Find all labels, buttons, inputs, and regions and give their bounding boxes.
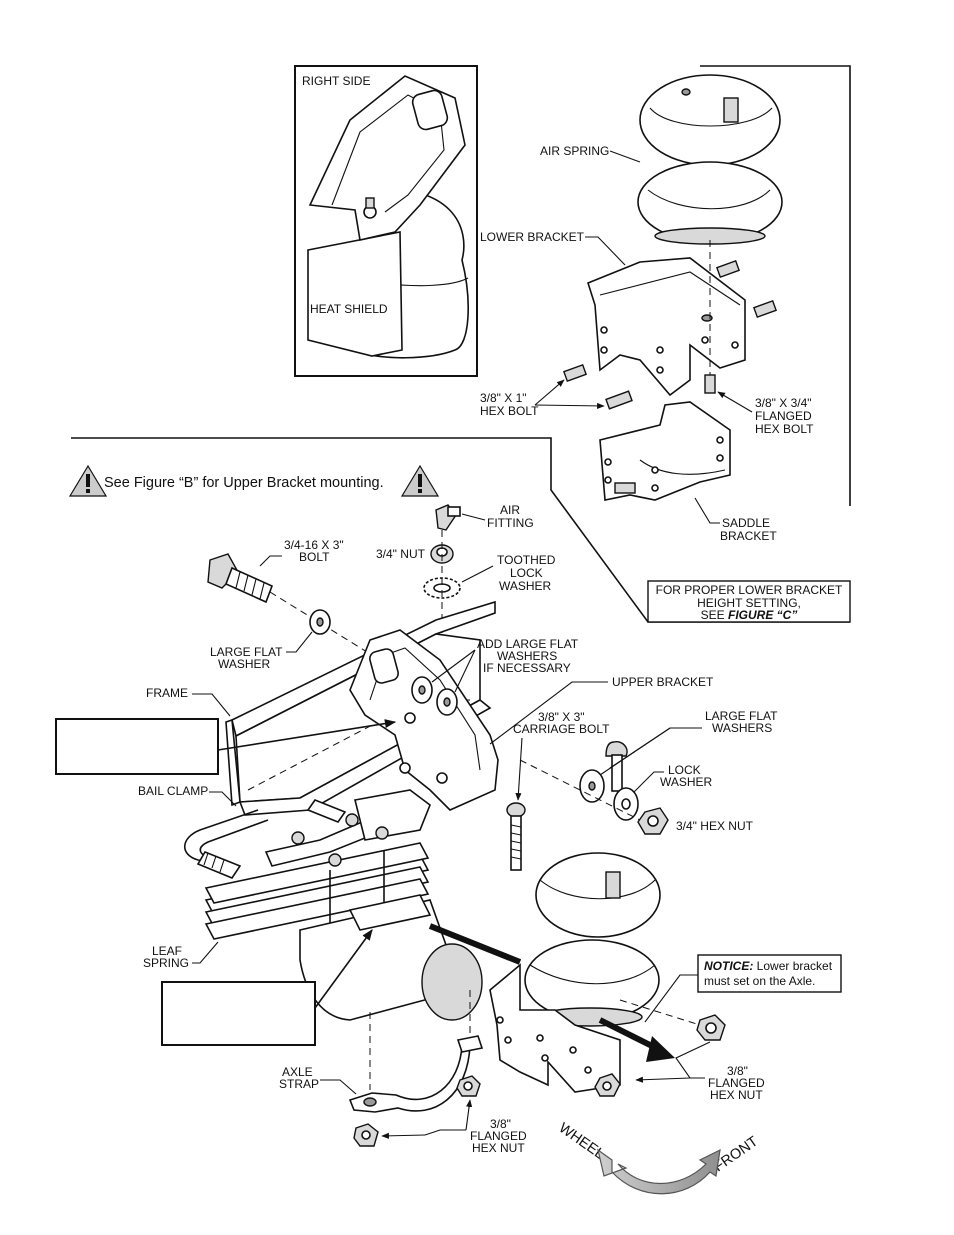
direction-arrow-icon bbox=[597, 1148, 721, 1195]
air-spring-label: AIR SPRING bbox=[540, 144, 609, 158]
note-line-3: SEE FIGURE “C” bbox=[701, 608, 798, 622]
notice-line-1: NOTICE: Lower bracket bbox=[704, 959, 833, 973]
saddle-bracket-label-2: BRACKET bbox=[720, 529, 777, 543]
right-side-inset: RIGHT SIDE HEAT SHIELD bbox=[294, 65, 478, 377]
callout-box-empty-lower bbox=[161, 981, 316, 1046]
flanged-nut-b-label-3: HEX NUT bbox=[710, 1088, 763, 1102]
bail-clamp-label: BAIL CLAMP bbox=[138, 784, 208, 798]
add-washers-label-3: IF NECESSARY bbox=[483, 661, 571, 675]
air-fitting-label-2: FITTING bbox=[487, 516, 534, 530]
air-fitting-label-1: AIR bbox=[500, 503, 520, 517]
notice-line-2: must set on the Axle. bbox=[704, 974, 815, 988]
upper-bracket-part bbox=[349, 629, 499, 811]
leaf-spring-label-1: LEAF bbox=[152, 944, 182, 958]
axle-strap-label-1: AXLE bbox=[282, 1065, 313, 1079]
leaf-spring-part bbox=[204, 789, 431, 960]
toothed-washer-label-2: LOCK bbox=[510, 566, 543, 580]
large-flat-washers-label-2: WASHERS bbox=[712, 721, 772, 735]
leaf-spring-label-2: SPRING bbox=[143, 956, 189, 970]
callout-box-empty-upper bbox=[55, 718, 219, 775]
hex-bolt-label-2: HEX BOLT bbox=[480, 404, 539, 418]
flanged-bolt-label-3: HEX BOLT bbox=[755, 422, 814, 436]
flanged-bolt-label-1: 3/8" X 3/4" bbox=[755, 396, 812, 410]
axle-strap-label-2: STRAP bbox=[279, 1077, 319, 1091]
right-washer-stack bbox=[579, 741, 669, 835]
lower-bracket-label: LOWER BRACKET bbox=[480, 230, 585, 244]
large-flat-washers-label-1: LARGE FLAT bbox=[705, 709, 778, 723]
toothed-washer-label-1: TOOTHED bbox=[497, 553, 556, 567]
lower-bracket-part bbox=[587, 257, 746, 397]
air-fitting-part bbox=[435, 504, 461, 531]
note-line-1: FOR PROPER LOWER BRACKET bbox=[656, 583, 843, 597]
bail-clamp-part bbox=[183, 799, 347, 879]
lock-washer-label-1: LOCK bbox=[668, 763, 701, 777]
carriage-bolt-part bbox=[506, 802, 526, 871]
caution-triangle-icon bbox=[68, 464, 108, 497]
flanged-nuts-lower-part bbox=[353, 1075, 481, 1147]
axle-strap-part bbox=[348, 990, 484, 1113]
bolt-3-label-2: BOLT bbox=[299, 550, 330, 564]
add-washers-label-1: ADD LARGE FLAT bbox=[477, 637, 579, 651]
frame-label: FRAME bbox=[146, 686, 188, 700]
lower-mount-bracket bbox=[489, 963, 675, 1097]
flanged-nut-a-label-3: HEX NUT bbox=[472, 1141, 525, 1155]
notice-box: NOTICE: Lower bracket must set on the Ax… bbox=[697, 954, 842, 993]
flanged-nut-a-label-1: 3/8" bbox=[490, 1117, 511, 1131]
carriage-bolt-label-2: CARRIAGE BOLT bbox=[513, 722, 610, 736]
right-side-label: RIGHT SIDE bbox=[302, 74, 370, 88]
flanged-nut-right-part bbox=[696, 1014, 726, 1041]
hex-bolts-upper bbox=[562, 240, 778, 410]
saddle-bracket-part bbox=[599, 401, 731, 501]
lower-bracket-note-box: FOR PROPER LOWER BRACKET HEIGHT SETTING,… bbox=[647, 580, 851, 623]
flanged-nut-b-label-1: 3/8" bbox=[727, 1064, 748, 1078]
caution-triangle-icon bbox=[400, 464, 440, 497]
bolt-3-label-1: 3/4-16 X 3" bbox=[284, 538, 344, 552]
flat-washer-label-1: LARGE FLAT bbox=[210, 645, 283, 659]
toothed-washer-label-3: WASHER bbox=[499, 579, 552, 593]
flanged-bolt-label-2: FLANGED bbox=[755, 409, 812, 423]
nut-34-label: 3/4" NUT bbox=[376, 547, 426, 561]
flanged-nut-a-label-2: FLANGED bbox=[470, 1129, 527, 1143]
saddle-bracket-label-1: SADDLE bbox=[722, 516, 770, 530]
upper-air-spring bbox=[637, 74, 783, 245]
lock-washer-label-2: WASHER bbox=[660, 775, 713, 789]
note-line-2: HEIGHT SETTING, bbox=[697, 596, 801, 610]
see-figure-b-text: See Figure “B” for Upper Bracket mountin… bbox=[104, 475, 384, 491]
upper-bracket-label: UPPER BRACKET bbox=[612, 675, 714, 689]
flanged-nut-b-label-2: FLANGED bbox=[708, 1076, 765, 1090]
large-bolt-part bbox=[207, 553, 274, 604]
toothed-lock-washer-part bbox=[423, 577, 461, 599]
hex-nut-34-label: 3/4" HEX NUT bbox=[676, 819, 754, 833]
lower-air-spring bbox=[524, 852, 661, 1027]
heat-shield-label: HEAT SHIELD bbox=[310, 302, 388, 316]
carriage-bolt-label-1: 3/8" X 3" bbox=[538, 710, 585, 724]
add-washers-label-2: WASHERS bbox=[497, 649, 557, 663]
hex-bolt-label-1: 3/8" X 1" bbox=[480, 391, 527, 405]
axle-tube bbox=[299, 894, 522, 1021]
flat-washer-label-2: WASHER bbox=[218, 657, 271, 671]
extra-washers-part bbox=[411, 676, 458, 716]
